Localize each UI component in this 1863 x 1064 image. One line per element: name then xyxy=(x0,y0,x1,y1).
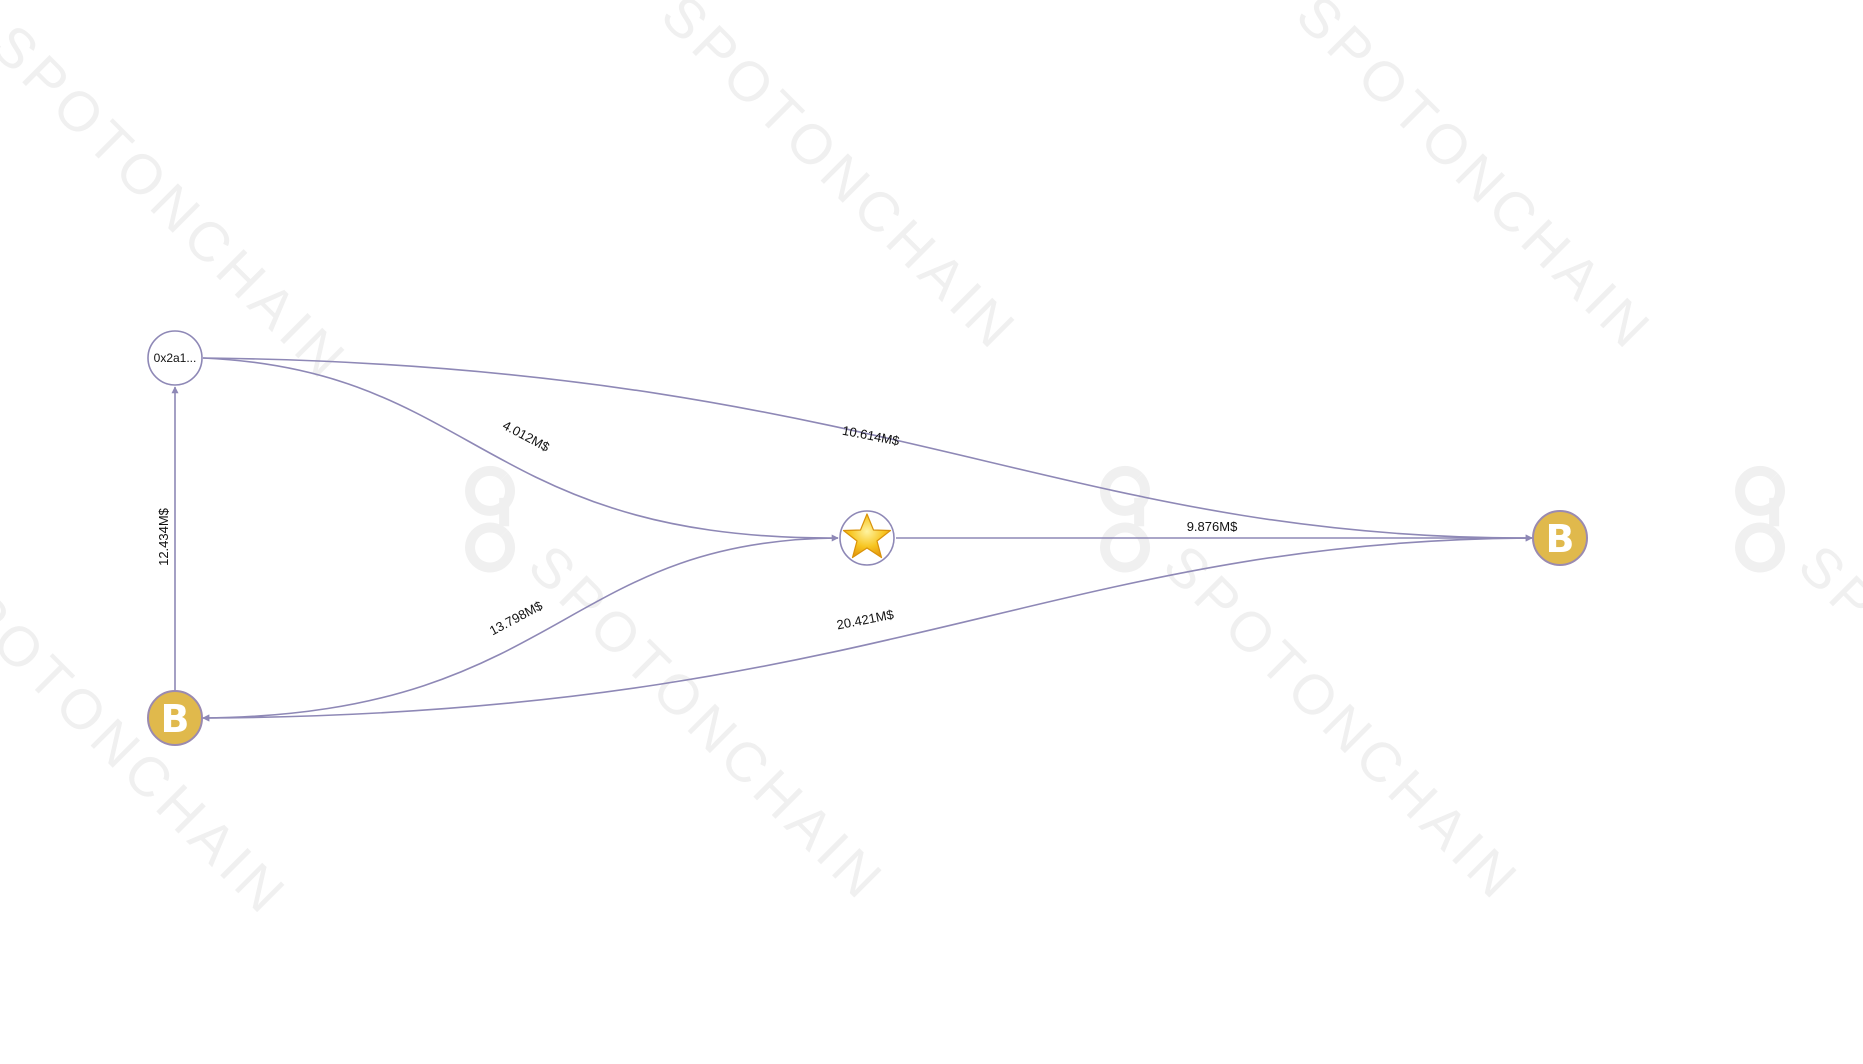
star-node[interactable] xyxy=(839,510,895,566)
exchange-b-icon: B xyxy=(161,697,190,741)
watermark-logo-icon xyxy=(1100,465,1151,573)
watermark-text: SPOTONCHAIN xyxy=(650,0,1031,363)
node-layer: 0x2a1... B B xyxy=(147,330,1588,746)
edge-label: 10.614M$ xyxy=(841,423,901,449)
edge-label: 12.434M$ xyxy=(156,507,171,566)
watermark-text: SPOTONCHAIN xyxy=(1285,0,1666,363)
edge-label: 9.876M$ xyxy=(1187,519,1238,534)
watermark-layer: SPOTONCHAIN SPOTONCHAIN SPOTONCHAIN SPOT… xyxy=(0,0,1863,928)
edge-label: 13.798M$ xyxy=(487,597,546,638)
edge-label: 20.421M$ xyxy=(835,607,895,633)
watermark-logo-icon xyxy=(465,465,516,573)
star-icon xyxy=(842,513,892,559)
exchange-b-icon: B xyxy=(1546,517,1575,561)
watermark-text: SPOTONCHAIN xyxy=(1787,533,1863,914)
watermark-text: SPOTONCHAIN xyxy=(517,533,898,914)
exchange-node-right[interactable]: B xyxy=(1532,510,1588,566)
watermark-text: SPOTONCHAIN xyxy=(1152,533,1533,914)
edge-star-to-b-left[interactable] xyxy=(202,537,839,722)
watermark-text: SPOTONCHAIN xyxy=(0,547,301,928)
exchange-node-left[interactable]: B xyxy=(147,690,203,746)
address-node-label: 0x2a1... xyxy=(154,351,197,365)
watermark-logo-icon xyxy=(1735,465,1786,573)
edge-b-right-to-b-left[interactable] xyxy=(202,537,1533,722)
edge-address-to-b-right[interactable] xyxy=(202,357,1533,542)
edge-address-to-star[interactable] xyxy=(202,357,839,542)
address-node[interactable]: 0x2a1... xyxy=(147,330,203,386)
edge-label: 4.012M$ xyxy=(500,418,552,455)
